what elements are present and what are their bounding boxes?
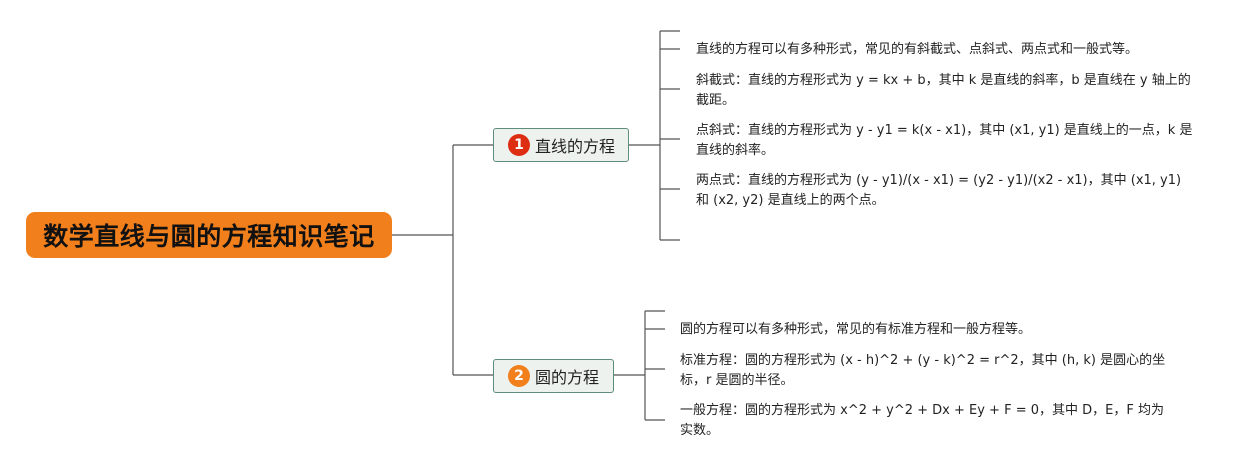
leaf-general-form[interactable]: 一般方程：圆的方程形式为 x^2 + y^2 + Dx + Ey + F = 0… (680, 403, 1164, 438)
branch-label: 直线的方程 (535, 137, 616, 156)
branch-circle-equation[interactable]: 2 圆的方程 (493, 359, 614, 393)
number-badge-icon: 1 (508, 134, 530, 156)
number-badge-icon: 2 (508, 365, 530, 387)
branch-line-equation[interactable]: 1 直线的方程 (493, 128, 629, 162)
root-topic[interactable]: 数学直线与圆的方程知识笔记 (26, 212, 392, 258)
leaf-line-overview[interactable]: 直线的方程可以有多种形式，常见的有斜截式、点斜式、两点式和一般式等。 (696, 42, 1139, 57)
leaf-standard-form[interactable]: 标准方程：圆的方程形式为 (x - h)^2 + (y - k)^2 = r^2… (680, 353, 1166, 388)
leaf-slope-intercept[interactable]: 斜截式：直线的方程形式为 y = kx + b，其中 k 是直线的斜率，b 是直… (696, 73, 1191, 108)
leaf-point-slope[interactable]: 点斜式：直线的方程形式为 y - y1 = k(x - x1)，其中 (x1, … (696, 123, 1193, 158)
branch-label: 圆的方程 (535, 368, 600, 387)
root-title: 数学直线与圆的方程知识笔记 (43, 222, 375, 251)
leaf-circle-overview[interactable]: 圆的方程可以有多种形式，常见的有标准方程和一般方程等。 (680, 322, 1032, 337)
leaf-two-point[interactable]: 两点式：直线的方程形式为 (y - y1)/(x - x1) = (y2 - y… (696, 173, 1182, 208)
